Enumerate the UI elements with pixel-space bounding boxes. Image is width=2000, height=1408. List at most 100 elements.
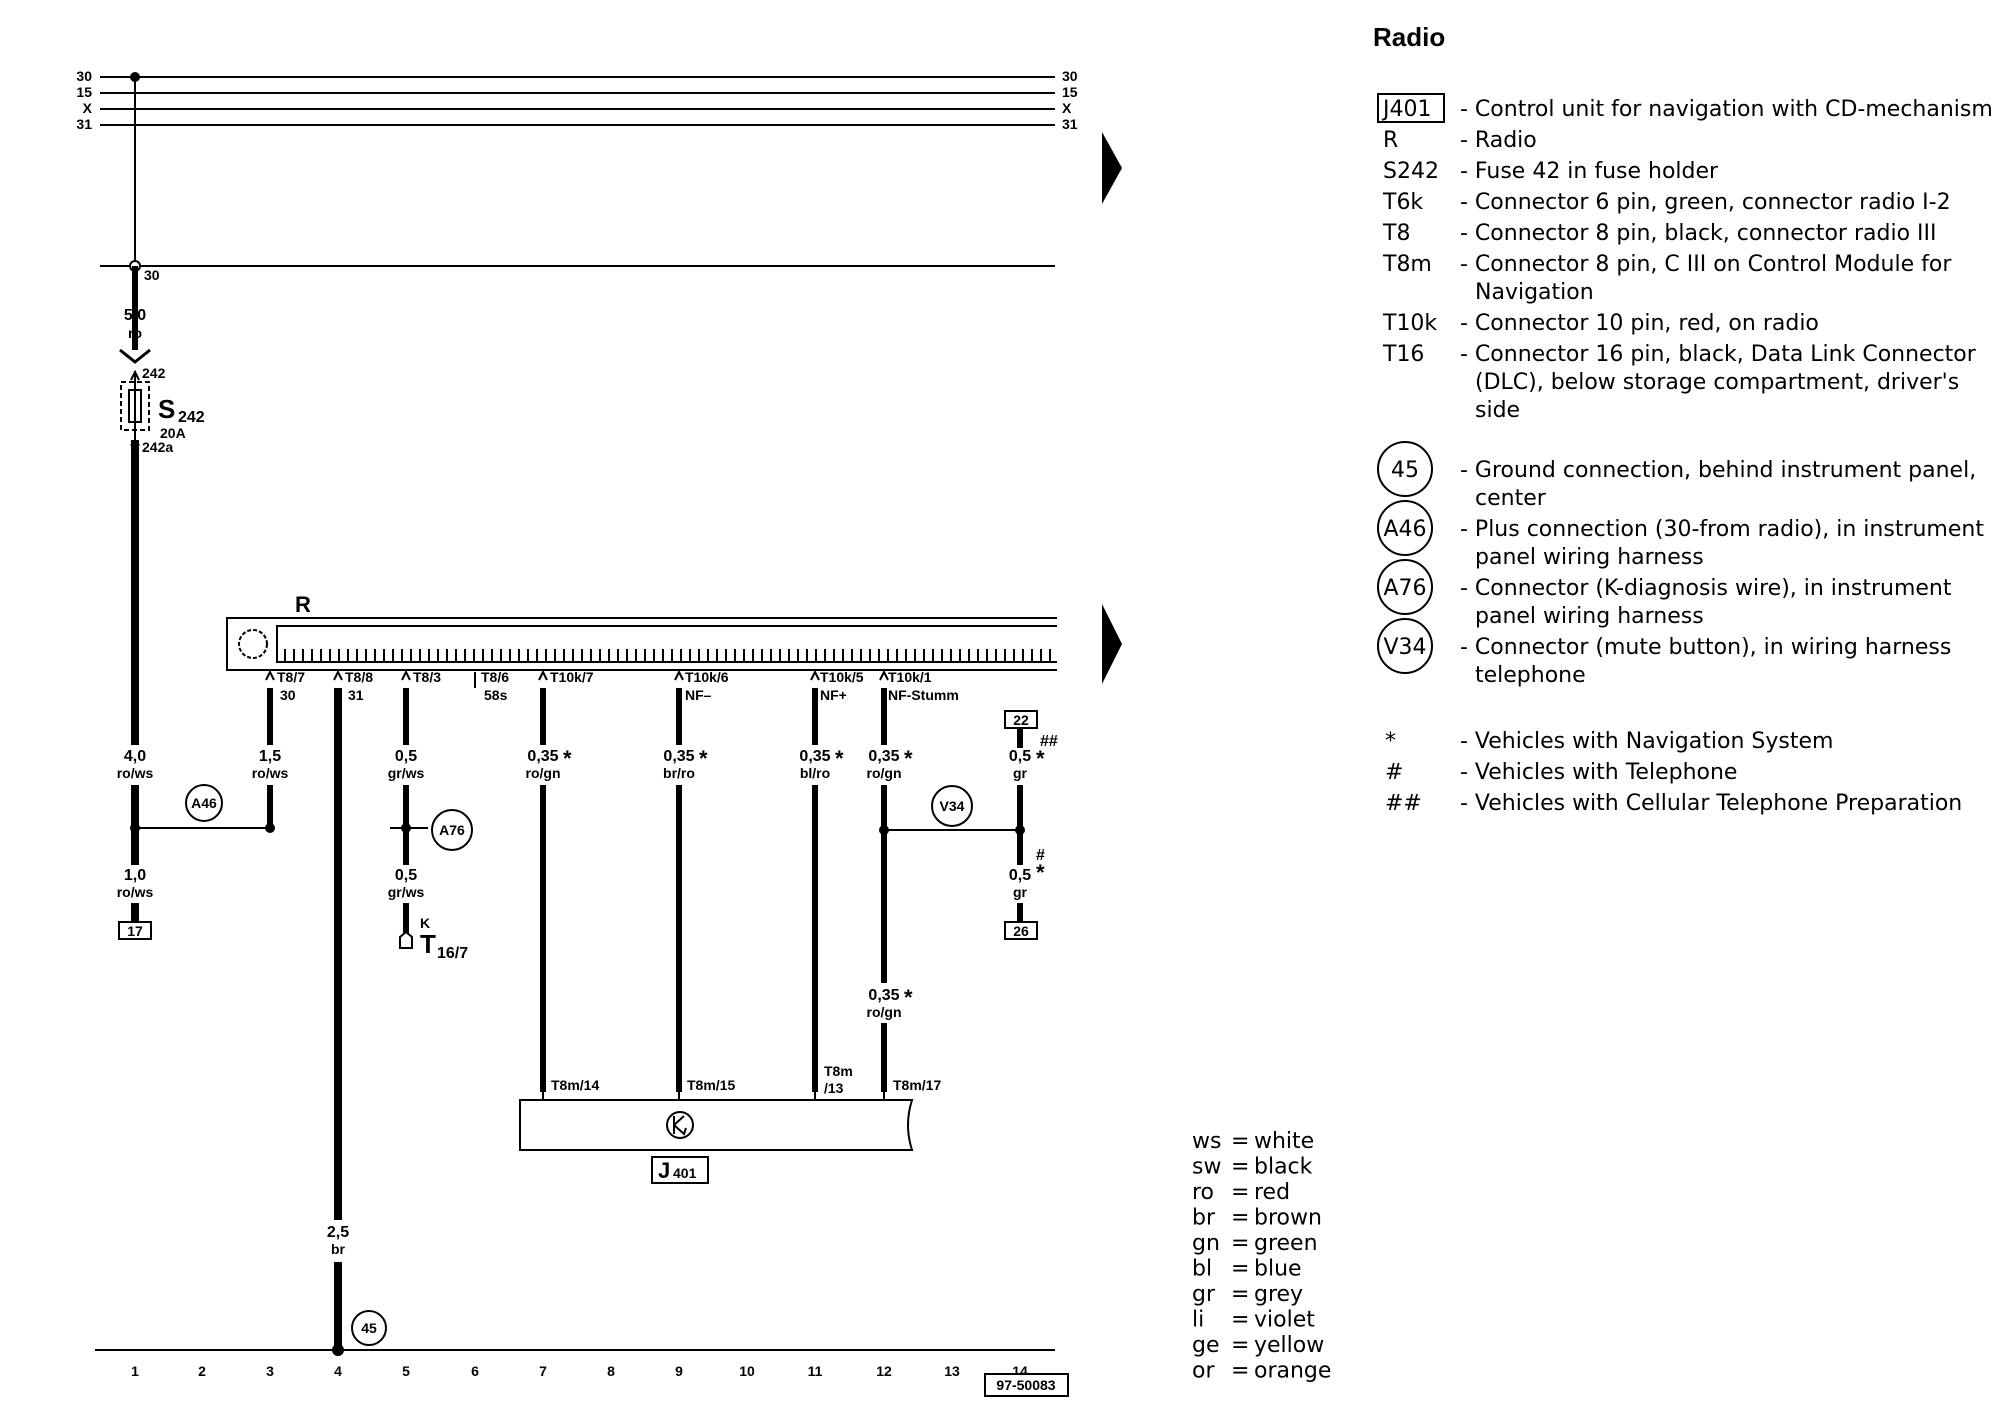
radio-inner — [276, 625, 1057, 663]
color-abbr: or — [1192, 1359, 1215, 1384]
supply-circuit: 30 5,0 ro 242 S 242 20A 242a 4,0 ro/ws A… — [117, 72, 270, 940]
bus-labels: 30 15 X 31 30 15 X 31 — [76, 68, 1077, 132]
ref-box — [118, 921, 152, 940]
wire-color: ro/ws — [117, 765, 154, 781]
color-name: brown — [1254, 1206, 1322, 1231]
legend-code: T8 — [1382, 221, 1410, 246]
wire-size: 2,5 — [327, 1224, 349, 1241]
legend-code: T6k — [1382, 190, 1423, 215]
track-12: 0,35 * ro/gn V34 0,35 * ro/gn T8m/17 — [867, 688, 1020, 1093]
bus-label-left: 15 — [76, 84, 92, 100]
track-number: 8 — [607, 1363, 615, 1379]
track-number: 6 — [471, 1363, 479, 1379]
mark-star: * — [904, 746, 913, 771]
color-equals: = — [1231, 1282, 1249, 1307]
radio-tick-strip — [284, 649, 1051, 662]
pin-arrow — [538, 669, 548, 681]
color-equals: = — [1231, 1359, 1249, 1384]
pin-arrows — [130, 369, 889, 1100]
pin-signal: NF– — [685, 687, 712, 703]
figure-id: 97-50083 — [996, 1377, 1055, 1393]
node-label-45: 45 — [361, 1320, 377, 1336]
color-name: white — [1254, 1129, 1314, 1154]
color-equals: = — [1231, 1308, 1249, 1333]
legend-code: A76 — [1383, 576, 1426, 601]
color-name: yellow — [1254, 1333, 1324, 1358]
wire-size: 0,35 — [527, 748, 558, 765]
diag-connector-symbol — [399, 930, 413, 949]
pin-arrow — [674, 669, 684, 681]
fuse-sub: 242 — [178, 409, 205, 426]
legend-text: panel wiring harness — [1475, 545, 1704, 570]
color-equals: = — [1231, 1333, 1249, 1358]
color-abbr: gn — [1192, 1231, 1220, 1256]
diag-connector-name: T — [420, 929, 436, 959]
wire-color: gr — [1013, 765, 1028, 781]
mark-star: * — [1036, 860, 1045, 885]
node-label-a76: A76 — [439, 822, 465, 838]
legend-code: S242 — [1383, 159, 1439, 184]
track-number: 7 — [539, 1363, 547, 1379]
pin-label: T8/8 — [345, 669, 373, 685]
color-name: blue — [1254, 1257, 1302, 1282]
color-name: red — [1254, 1180, 1290, 1205]
track-7: 0,35 * ro/gn T8m/14 — [526, 688, 599, 1093]
wire-size: 0,35 — [799, 748, 830, 765]
node-label-a46: A46 — [191, 795, 217, 811]
diag-connector-sub: 16/7 — [437, 945, 468, 962]
color-abbr: sw — [1192, 1155, 1221, 1180]
fuse-name: S — [158, 394, 175, 424]
legend-text: - Connector 10 pin, red, on radio — [1460, 311, 1819, 336]
pin-label: T10k/5 — [820, 669, 864, 685]
track-number: 4 — [334, 1363, 342, 1379]
color-equals: = — [1231, 1129, 1249, 1154]
legend-text: - Connector (mute button), in wiring har… — [1460, 635, 1951, 660]
radio-component: R — [226, 592, 1057, 671]
wire-size: 0,35 — [868, 987, 899, 1004]
junction-dot — [130, 72, 140, 82]
legend-symbol: # — [1385, 760, 1403, 785]
pin-label: T10k/7 — [550, 669, 594, 685]
track-5: 0,5 gr/ws A76 0,5 gr/ws K T 16/7 — [388, 688, 473, 962]
wire-size: 4,0 — [124, 748, 146, 765]
track-number: 11 — [808, 1363, 823, 1379]
cd-mechanism-glyph — [673, 1115, 687, 1136]
wire-color: gr/ws — [388, 765, 425, 781]
color-name: black — [1254, 1155, 1313, 1180]
junction-dot — [401, 823, 411, 833]
fuse-connector-bracket — [119, 348, 151, 364]
legend-code: A46 — [1383, 517, 1426, 542]
nav-unit-label-box — [651, 1156, 709, 1184]
component-legend: J401- Control unit for navigation with C… — [1377, 93, 1993, 816]
wire-size: 0,35 — [663, 748, 694, 765]
pin-arrow — [879, 669, 889, 681]
mark-star: * — [904, 985, 913, 1010]
pin-arrow — [265, 669, 275, 681]
wire-size: 5,0 — [124, 307, 146, 324]
track-11: 0,35 * bl/ro T8m /13 — [799, 688, 853, 1096]
color-abbr: li — [1192, 1308, 1204, 1333]
nav-unit-name: J — [658, 1158, 670, 1183]
figure-id-box — [984, 1373, 1069, 1397]
wire-color: gr/ws — [388, 884, 425, 900]
legend-node-circle — [1377, 441, 1433, 497]
junction-dot — [1015, 825, 1025, 835]
wire-color: ro/ws — [252, 765, 289, 781]
color-abbr: ws — [1192, 1129, 1221, 1154]
mark-dhash: ## — [1040, 733, 1058, 750]
legend-code: T16 — [1382, 342, 1424, 367]
color-abbr: ge — [1192, 1333, 1220, 1358]
cd-mechanism-icon — [666, 1111, 694, 1139]
ref-label: 22 — [1013, 712, 1029, 728]
bus-bars — [95, 76, 1055, 1351]
legend-node-circle — [1377, 559, 1433, 615]
pin-signal: 31 — [348, 687, 364, 703]
color-abbr: br — [1192, 1206, 1216, 1231]
legend-text: - Connector 6 pin, green, connector radi… — [1460, 190, 1951, 215]
legend-code: 45 — [1391, 458, 1419, 483]
pin-arrow — [333, 669, 343, 681]
legend-symbol: * — [1385, 729, 1396, 754]
color-equals: = — [1231, 1155, 1249, 1180]
color-equals: = — [1231, 1231, 1249, 1256]
